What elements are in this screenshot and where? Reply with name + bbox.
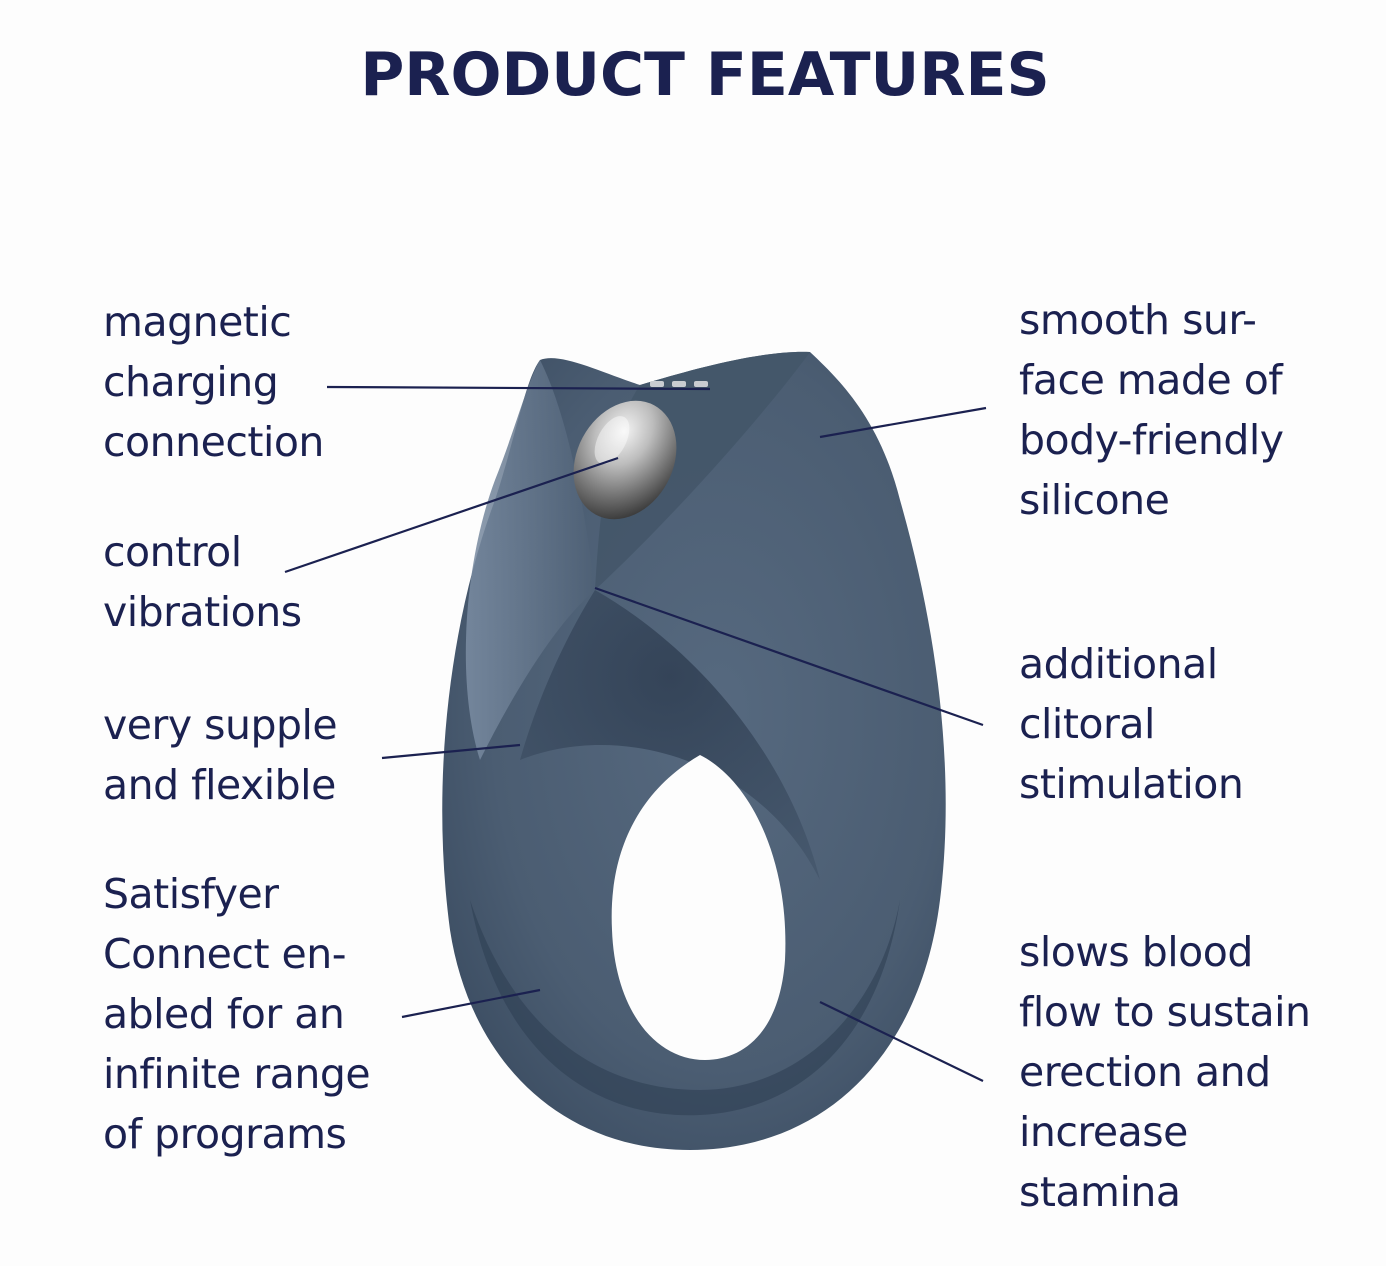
feature-label-blood-flow: slows blood flow to sustain erection and… [1019, 928, 1311, 1216]
feature-label-clitoral-stimulation: additional clitoral stimulation [1019, 640, 1244, 808]
ring-hole [611, 755, 786, 1060]
feature-label-magnetic-charging: magnetic charging connection [103, 298, 324, 466]
charging-contact [650, 381, 664, 387]
control-button [573, 400, 677, 520]
page-title: PRODUCT FEATURES [360, 40, 1050, 110]
feature-label-supple-flexible: very supple and flexible [103, 701, 338, 809]
feature-label-control-vibrations: control vibrations [103, 528, 302, 636]
feature-label-smooth-surface: smooth sur- face made of body-friendly s… [1019, 296, 1284, 524]
leader-line [326, 385, 711, 391]
feature-label-satisfyer-connect: Satisfyer Connect en- abled for an infin… [103, 870, 371, 1158]
